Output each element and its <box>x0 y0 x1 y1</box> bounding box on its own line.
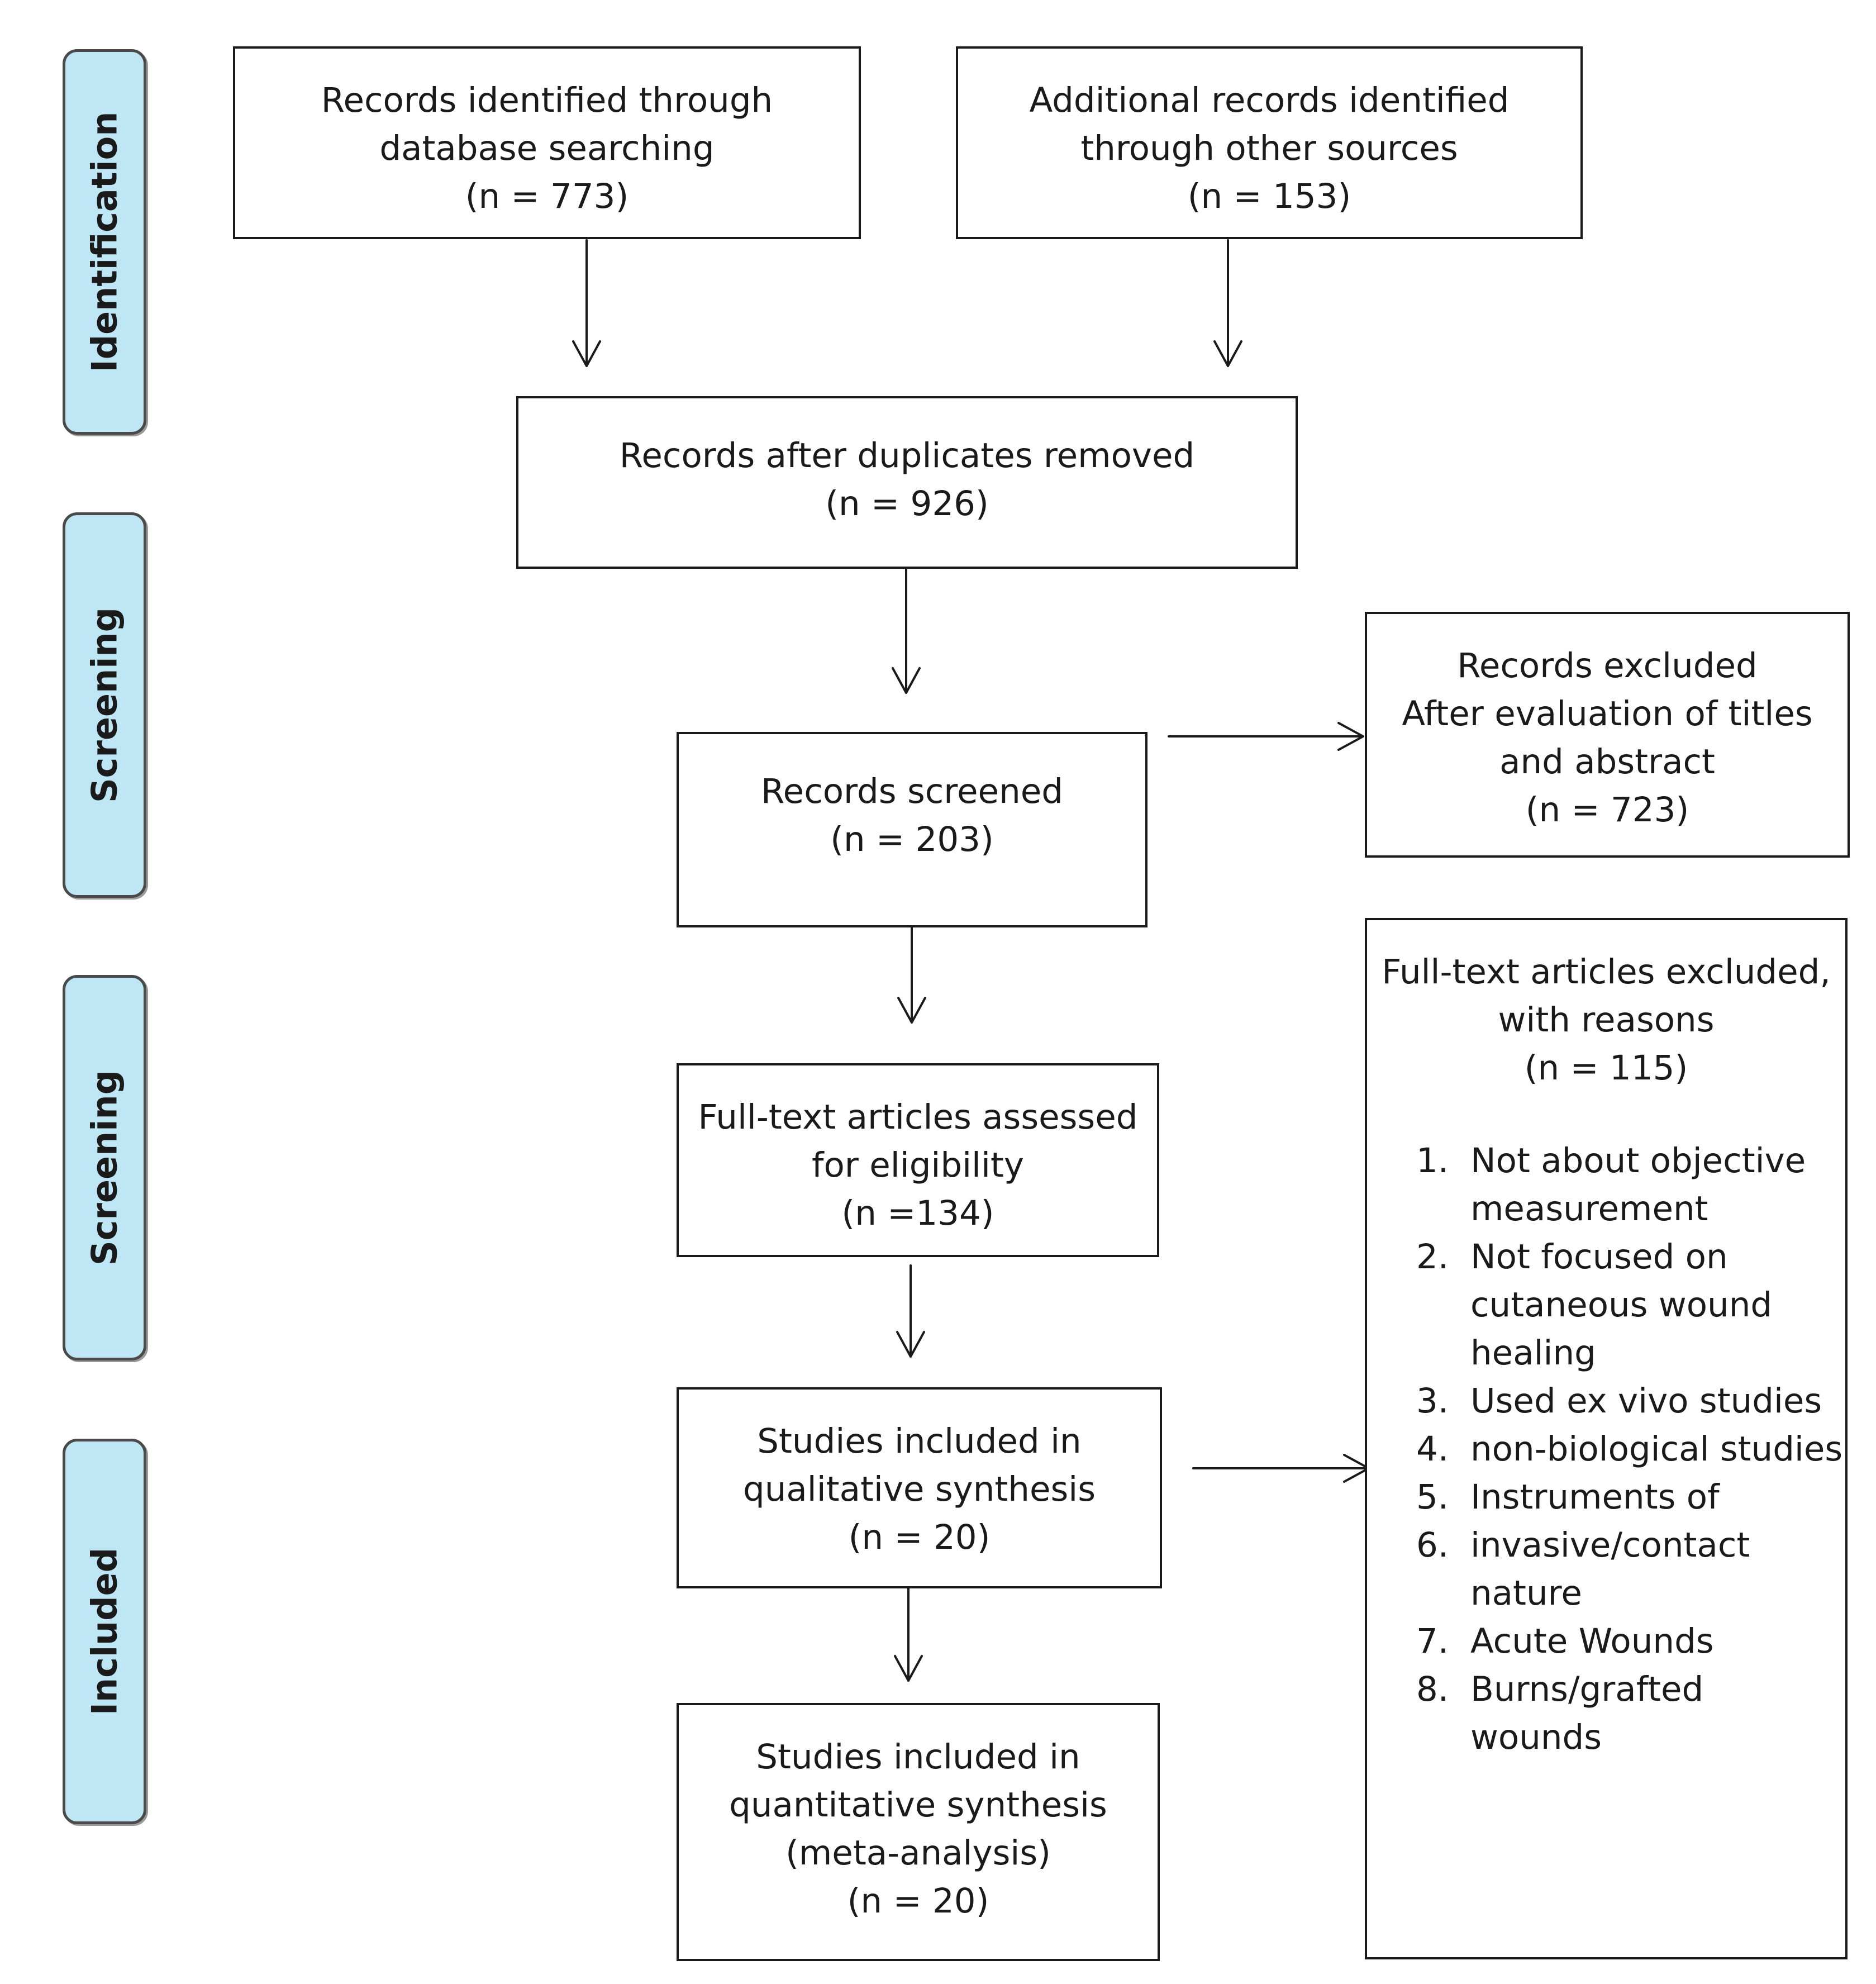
exclusion-reason: 4. non-biological studies <box>1367 1425 1845 1473</box>
arrowhead <box>894 1655 923 1682</box>
box-text: Records after duplicates removed <box>619 436 1195 475</box>
reason-text: wounds <box>1470 1717 1602 1757</box>
box-count: (n = 20) <box>848 1517 991 1557</box>
box-records-screened: Records screened (n = 203) <box>677 732 1147 927</box>
box-text: Studies included in <box>757 1421 1082 1461</box>
stage-eligibility: Screening <box>63 975 146 1360</box>
reason-text: invasive/contact <box>1470 1525 1750 1565</box>
box-text: Full-text articles excluded, <box>1382 952 1831 992</box>
reason-text: Burns/grafted <box>1470 1669 1704 1709</box>
reason-number: 7. <box>1416 1621 1449 1661</box>
box-text: Full-text articles assessed <box>698 1097 1138 1137</box>
box-text: After evaluation of titles <box>1402 694 1813 734</box>
arrowhead <box>1213 340 1242 367</box>
reason-text: Acute Wounds <box>1470 1621 1714 1661</box>
box-text: through other sources <box>1080 129 1458 168</box>
reason-text: nature <box>1470 1573 1582 1613</box>
box-text: for eligibility <box>812 1145 1024 1185</box>
reason-text: non-biological studies <box>1470 1429 1843 1469</box>
exclusion-reason: 3. Used ex vivo studies <box>1367 1377 1845 1425</box>
exclusion-reason: 8. Burns/grafted wounds <box>1367 1666 1845 1762</box>
box-count: (n = 20) <box>847 1881 989 1921</box>
box-text: qualitative synthesis <box>743 1469 1096 1509</box>
stage-identification: Identification <box>63 49 146 435</box>
box-count: (n =134) <box>841 1193 994 1233</box>
arrowhead <box>897 997 926 1024</box>
box-database-records: Records identified through database sear… <box>233 46 861 239</box>
box-count: (n = 773) <box>465 177 629 216</box>
reason-text: Instruments of <box>1470 1477 1720 1517</box>
stage-included: Included <box>63 1439 146 1824</box>
exclusion-reason: 6. invasive/contact nature <box>1367 1521 1845 1617</box>
reason-number: 1. <box>1416 1141 1449 1181</box>
reason-number: 5. <box>1416 1477 1449 1517</box>
exclusion-reasons-list: 1. Not about objective measurement 2. No… <box>1367 1137 1845 1762</box>
reason-number: 8. <box>1416 1669 1449 1709</box>
reason-text: cutaneous wound <box>1470 1285 1773 1325</box>
reason-text: Not about objective <box>1470 1141 1806 1181</box>
box-text: Records identified through <box>321 80 773 120</box>
box-other-sources: Additional records identified through ot… <box>956 46 1583 239</box>
box-qualitative-synthesis: Studies included in qualitative synthesi… <box>677 1387 1162 1588</box>
box-count: (n = 115) <box>1524 1048 1688 1088</box>
reason-text: healing <box>1470 1333 1596 1373</box>
box-text: Records screened <box>761 772 1063 811</box>
exclusion-reason: 5. Instruments of <box>1367 1473 1845 1521</box>
reason-text: Used ex vivo studies <box>1470 1381 1822 1421</box>
exclusion-reason: 1. Not about objective measurement <box>1367 1137 1845 1233</box>
reason-number: 6. <box>1416 1525 1449 1565</box>
box-text: Additional records identified <box>1029 80 1510 120</box>
reason-text: measurement <box>1470 1189 1708 1229</box>
box-text: quantitative synthesis <box>729 1785 1107 1825</box>
box-text: with reasons <box>1498 1000 1715 1040</box>
exclusion-reason: 7. Acute Wounds <box>1367 1617 1845 1666</box>
arrowhead <box>572 340 601 367</box>
box-count: (n = 723) <box>1525 790 1689 830</box>
box-quantitative-synthesis: Studies included in quantitative synthes… <box>677 1703 1160 1961</box>
arrowhead <box>1337 722 1364 751</box>
box-count: (n = 926) <box>825 484 989 524</box>
box-text: (meta-analysis) <box>785 1833 1051 1873</box>
reason-number: 2. <box>1416 1237 1449 1277</box>
reason-number: 4. <box>1416 1429 1449 1469</box>
arrowhead <box>892 667 921 694</box>
arrowhead <box>896 1331 925 1358</box>
box-full-text-excluded: Full-text articles excluded, with reason… <box>1365 918 1848 1959</box>
box-text: Studies included in <box>756 1737 1080 1777</box>
box-text: Records excluded <box>1457 646 1758 686</box>
exclusion-reason: 2. Not focused on cutaneous wound healin… <box>1367 1233 1845 1377</box>
box-text: and abstract <box>1499 742 1715 782</box>
box-text: database searching <box>379 129 715 168</box>
reason-number: 3. <box>1416 1381 1449 1421</box>
box-records-excluded: Records excluded After evaluation of tit… <box>1365 612 1850 858</box>
stage-screening: Screening <box>63 512 146 898</box>
box-full-text-assessed: Full-text articles assessed for eligibil… <box>677 1063 1159 1257</box>
box-after-duplicates: Records after duplicates removed (n = 92… <box>516 396 1298 569</box>
box-count: (n = 153) <box>1187 177 1351 216</box>
box-count: (n = 203) <box>830 820 994 859</box>
reason-text: Not focused on <box>1470 1237 1728 1277</box>
